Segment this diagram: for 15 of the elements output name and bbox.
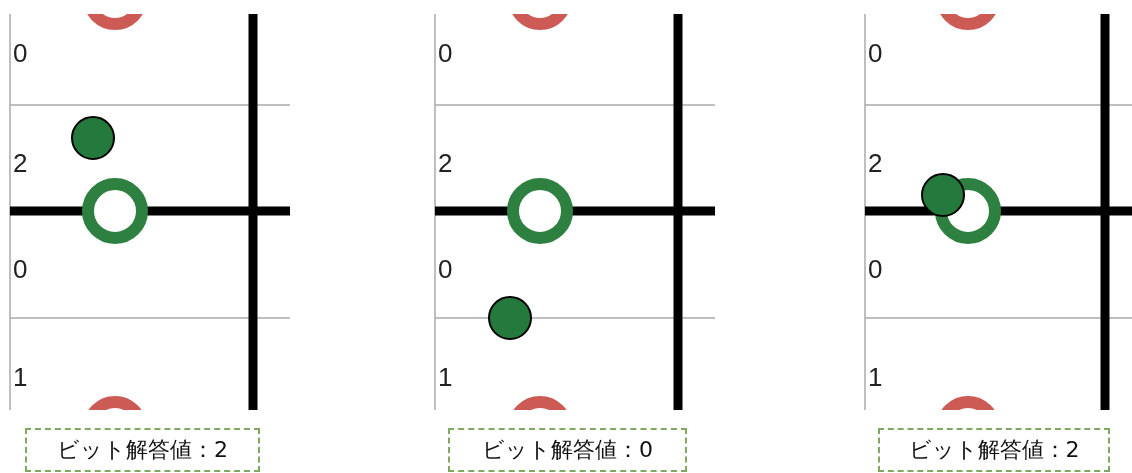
- row-label: 0: [13, 38, 28, 68]
- row-label: 0: [13, 254, 28, 284]
- row-label: 1: [438, 362, 453, 392]
- row-label: 1: [13, 362, 28, 392]
- row-label: 1: [868, 362, 883, 392]
- answer-label-box: ビット解答値：2: [25, 428, 260, 472]
- row-label: 0: [868, 38, 883, 68]
- row-label: 2: [438, 148, 453, 178]
- answer-label-box: ビット解答値：0: [448, 428, 687, 472]
- row-label: 0: [868, 254, 883, 284]
- row-label: 2: [13, 148, 28, 178]
- row-label: 0: [438, 254, 453, 284]
- row-label: 0: [438, 38, 453, 68]
- row-label: 2: [868, 148, 883, 178]
- answer-label-box: ビット解答値：2: [878, 428, 1110, 472]
